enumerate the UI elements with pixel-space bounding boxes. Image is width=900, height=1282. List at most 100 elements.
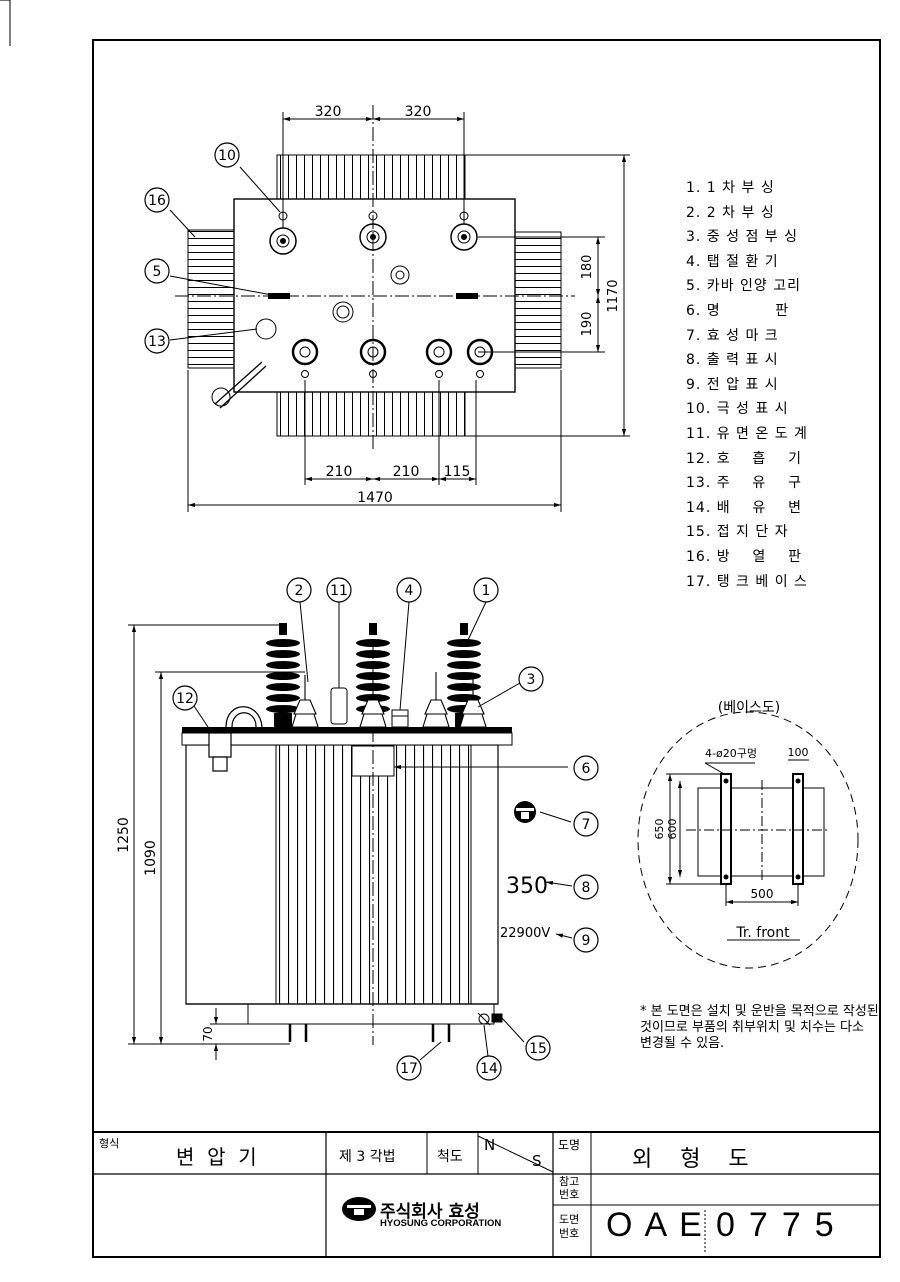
ref-label-1: 참고: [559, 1175, 580, 1188]
title-block-grid: [93, 1131, 880, 1257]
projection-method: 제 3 각법: [339, 1149, 396, 1165]
base-dim-650: 650: [653, 819, 666, 840]
dim-320-left: 320: [315, 104, 342, 120]
ref-label-2: 번호: [559, 1188, 580, 1201]
lifting-lug-right: [456, 293, 478, 299]
dim-190: 190: [580, 312, 595, 337]
svg-text:5: 5: [153, 264, 162, 280]
breather: [208, 706, 263, 772]
svg-text:17: 17: [400, 1061, 418, 1077]
radiator-top: [276, 154, 466, 200]
dim-1250: 1250: [116, 817, 132, 853]
legend-item: 2. 2 차 부 싱: [686, 204, 775, 221]
balloon-2: 2: [286, 577, 312, 603]
type-label: 형식: [99, 1137, 120, 1150]
legend-item: 4. 탭 절 환 기: [686, 253, 779, 270]
oil-thermometer: [330, 687, 348, 725]
hyosung-mark: [514, 801, 536, 823]
base-dim-100: 100: [788, 746, 809, 759]
dim-70: 70: [201, 1026, 215, 1041]
tank-base: [247, 1003, 495, 1025]
base-dim-600: 600: [666, 819, 679, 840]
cover-plate: [182, 727, 512, 733]
drawing-name: 외 형 도: [632, 1147, 749, 1172]
legend-item: 13. 주 유 구: [686, 475, 802, 492]
balloon-10: 10: [214, 142, 240, 168]
legend-item: 12. 호 흡 기: [686, 450, 802, 467]
frame-border: [92, 39, 881, 1258]
drawing-name-label: 도명: [558, 1138, 581, 1152]
company-logo: [342, 1197, 376, 1221]
dim-1170: 1170: [606, 279, 621, 312]
drain-valve-plan: [211, 361, 267, 409]
balloon-13: 13: [144, 328, 170, 354]
legend-item: 10. 극 성 표 시: [686, 401, 789, 418]
balloon-15: 15: [525, 1035, 551, 1061]
svg-text:9: 9: [582, 933, 591, 949]
company-name-en: HYOSUNG CORPORATION: [380, 1218, 502, 1229]
dim-320-right: 320: [405, 104, 432, 120]
radiator-left: [187, 229, 235, 369]
balloon-7: 7: [573, 811, 599, 837]
parts-legend: 1. 1 차 부 싱 2. 2 차 부 싱 3. 중 성 점 부 싱 4. 탭 …: [686, 176, 846, 594]
base-dim-500: 500: [751, 887, 774, 901]
base-hole-spec: 4-ø20구멍: [705, 747, 757, 760]
svg-text:14: 14: [480, 1061, 498, 1077]
scale-label: 척도: [437, 1149, 463, 1165]
base-view-title: (베이스도): [718, 700, 780, 716]
drawing-prefix: OAE: [606, 1206, 714, 1244]
tap-changer: [391, 709, 409, 728]
legend-item: 3. 중 성 점 부 싱: [686, 229, 799, 246]
base-plate-outline: [697, 787, 825, 877]
legend-item: 14. 배 유 변: [686, 499, 802, 516]
dim-210-a: 210: [326, 464, 353, 480]
svg-text:15: 15: [529, 1041, 547, 1057]
svg-text:6: 6: [582, 761, 591, 777]
balloon-14: 14: [476, 1055, 502, 1081]
scale-n: N: [484, 1136, 496, 1154]
base-holes: [723, 778, 801, 880]
dim-1470: 1470: [357, 490, 393, 506]
balloon-16: 16: [144, 187, 170, 213]
base-view-outline: [637, 711, 859, 969]
front-view: 1250 1090 70 350 22900V: [0, 0, 573, 1061]
legend-item: 11. 유 면 온 도 계: [686, 425, 808, 442]
balloon-12: 12: [172, 685, 198, 711]
legend-item: 15. 접 지 단 자: [686, 524, 789, 541]
tap-changer-plan: [390, 265, 410, 285]
dim-115: 115: [444, 464, 471, 480]
plan-dimensions: [187, 112, 630, 512]
plan-leaders: [169, 166, 281, 341]
base-front-label: Tr. front: [735, 925, 790, 941]
company-name-kr: 주식회사 효성: [380, 1202, 480, 1222]
type-value: 변 압 기: [176, 1145, 257, 1169]
legend-item: 8. 출 력 표 시: [686, 352, 779, 369]
legend-item: 9. 전 압 표 시: [686, 376, 779, 393]
drain-valve: [477, 1012, 503, 1026]
legend-item: 6. 명 판: [686, 302, 790, 319]
lifting-lug-left: [268, 293, 290, 299]
svg-text:2: 2: [295, 583, 304, 599]
lv-bushing-stacks: [291, 672, 487, 728]
callout-balloons: 10 16 5 13 2 11 4 1 3 12 6 7 8 9 15 14 1…: [144, 142, 599, 1081]
svg-text:12: 12: [176, 691, 194, 707]
legend-item: 5. 카바 인양 고리: [686, 278, 801, 295]
svg-text:11: 11: [330, 583, 348, 599]
balloon-4: 4: [396, 577, 422, 603]
base-channel-left: [720, 773, 732, 885]
dim-210-b: 210: [393, 464, 420, 480]
base-channels: [288, 1024, 451, 1042]
scale-s: S: [532, 1152, 542, 1170]
balloon-9: 9: [573, 927, 599, 953]
balloon-1: 1: [473, 577, 499, 603]
legend-item: 16. 방 열 판: [686, 548, 802, 565]
dim-180: 180: [580, 255, 595, 280]
svg-text:16: 16: [148, 193, 166, 209]
svg-text:13: 13: [148, 334, 166, 350]
base-view: (베이스도) 4-ø20구멍 100 650 600 500 Tr. front: [637, 700, 859, 969]
output-label: 350: [506, 874, 548, 899]
plan-view: 320 320 180 190 1170 210 210 115 1470: [169, 104, 630, 512]
voltage-label: 22900V: [500, 926, 550, 941]
base-channel-right: [792, 773, 804, 885]
